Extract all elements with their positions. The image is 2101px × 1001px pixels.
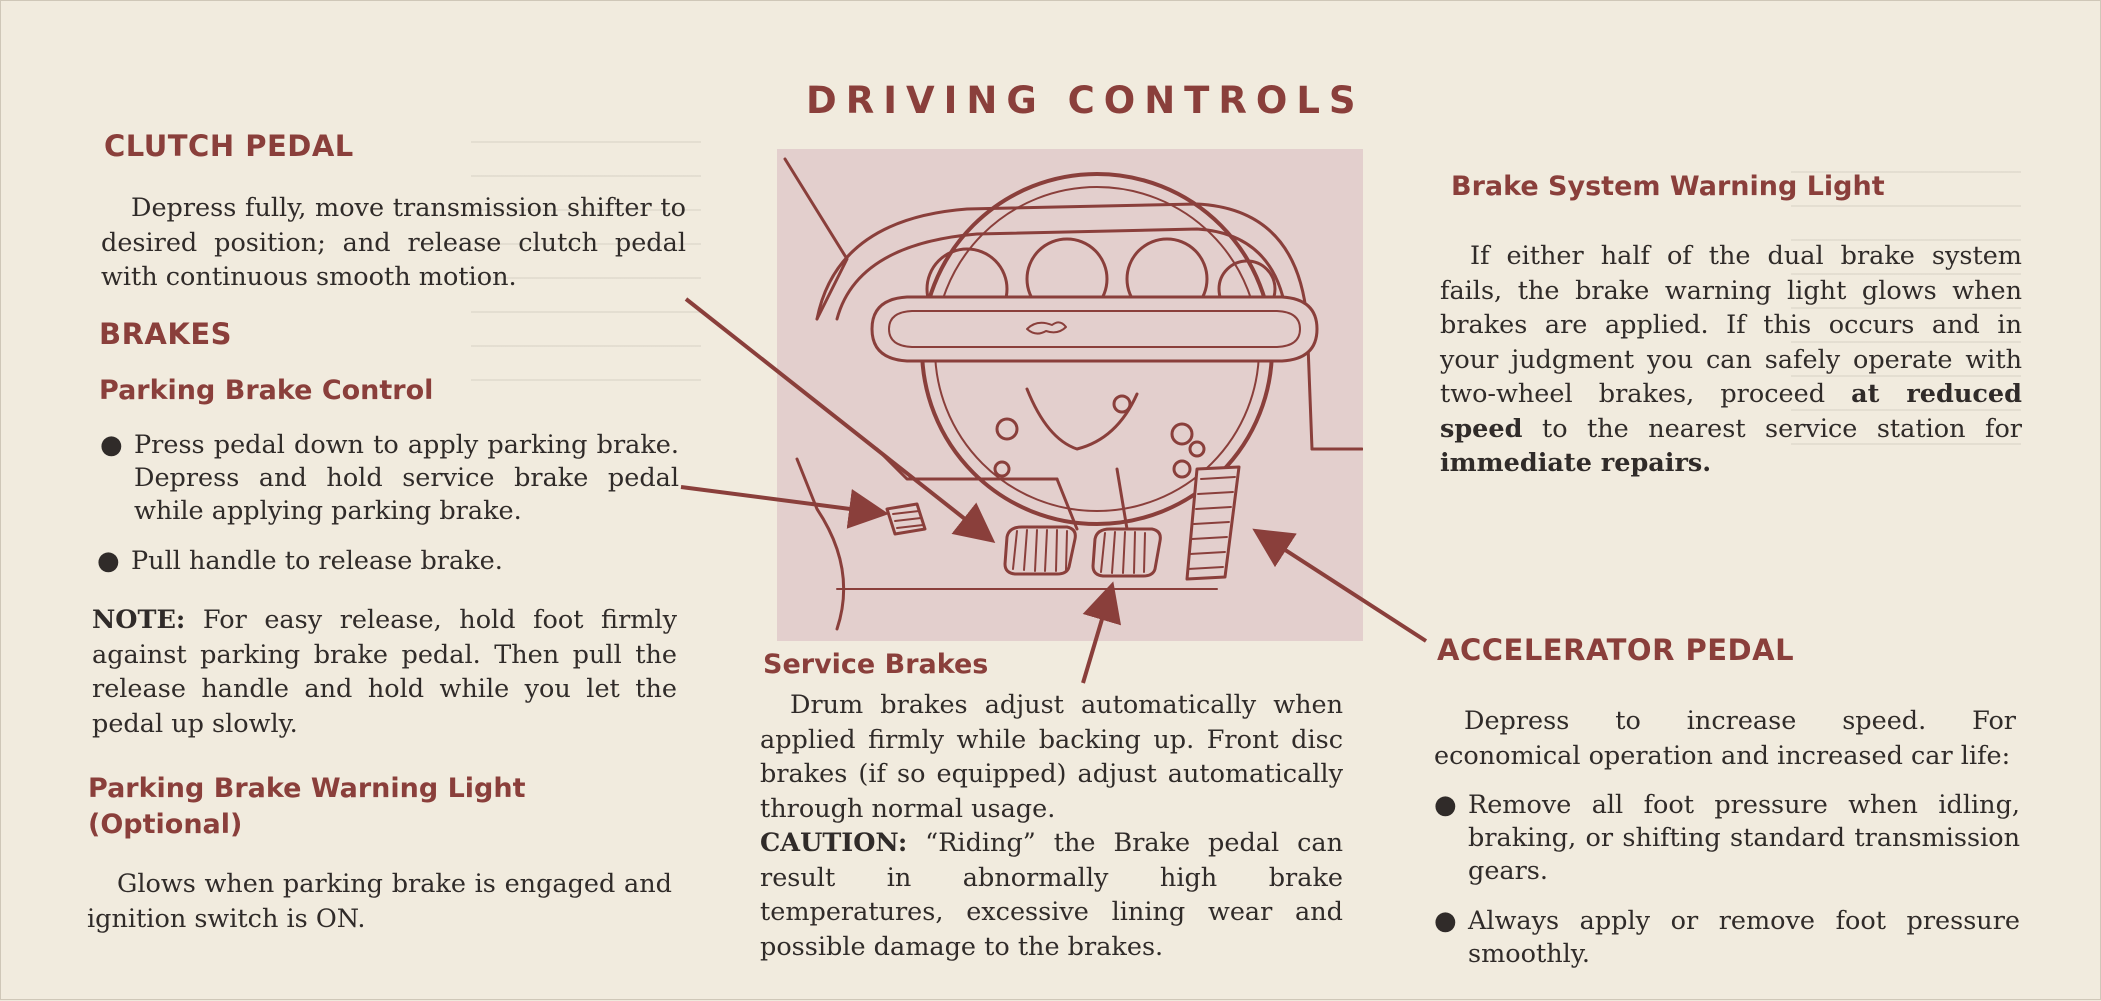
knob <box>1170 422 1194 446</box>
knob <box>995 417 1019 441</box>
service-brakes-text: Drum brakes adjust automatically when ap… <box>760 690 1343 962</box>
floor-left <box>795 457 846 631</box>
page-title: DRIVING CONTROLS <box>806 79 1365 122</box>
parking-brake-bullet-1: ● Press pedal down to apply parking brak… <box>100 430 679 526</box>
brakes-heading: BRAKES <box>99 317 233 351</box>
knob <box>993 460 1011 478</box>
accelerator-pedal-heading: ACCELERATOR PEDAL <box>1437 633 1795 667</box>
service-brakes-heading: Service Brakes <box>763 649 989 680</box>
dash-inner <box>835 227 1289 321</box>
bleed-through-texture <box>1791 171 2021 461</box>
knob <box>1172 459 1192 479</box>
parking-brake-warning-text: Glows when parking brake is engaged and … <box>87 869 672 934</box>
knob <box>1188 440 1206 458</box>
brake-system-warning-heading: Brake System Warning Light <box>1451 171 1885 202</box>
steering-wheel-hub-bar <box>870 295 1319 363</box>
dash-outline <box>815 202 1314 451</box>
bullet-dot-icon: ● <box>1434 790 1457 820</box>
accelerator-pedal-text: Depress to increase speed. For economica… <box>1434 706 2016 771</box>
brake-system-warning-text: If either half of the dual brake system … <box>1440 241 2022 478</box>
bullet-dot-icon: ● <box>97 546 120 576</box>
clutch-pedal-heading: CLUTCH PEDAL <box>104 129 354 163</box>
bullet-dot-icon: ● <box>100 430 123 460</box>
note-label: NOTE: <box>92 605 186 635</box>
bleed-through-texture <box>471 141 701 401</box>
note-text: For easy release, hold foot firmly again… <box>92 605 677 739</box>
accelerator-bullet-1: ● Remove all foot pressure when idling, … <box>1434 790 2020 886</box>
parking-brake-note: NOTE: For easy release, hold foot firmly… <box>92 603 677 741</box>
clutch-pedal-text: Depress fully, move transmission shifter… <box>101 191 686 295</box>
dashboard-pedals-drawing <box>783 157 1364 631</box>
parking-brake-bullet-2: ● Pull handle to release brake. <box>97 546 503 576</box>
caution-label: CAUTION: <box>760 828 908 858</box>
bullet-dot-icon: ● <box>1434 906 1457 936</box>
parking-brake-control-heading: Parking Brake Control <box>99 375 434 406</box>
knob <box>1112 394 1132 414</box>
horse-emblem <box>1026 321 1067 335</box>
parking-brake-warning-heading: Parking Brake Warning Light (Optional) <box>88 773 526 840</box>
windshield-pillar <box>783 157 849 321</box>
accelerator-bullet-2: ● Always apply or remove foot pressure s… <box>1434 906 2020 969</box>
dashboard-pedals-illustration <box>777 149 1364 641</box>
caution-text: “Riding” the Brake pedal can result in a… <box>760 828 1343 962</box>
clutch-pedal-body: Depress fully, move transmission shifter… <box>101 193 686 292</box>
pedal-arms <box>1055 467 1129 531</box>
steering-column <box>1025 387 1139 451</box>
